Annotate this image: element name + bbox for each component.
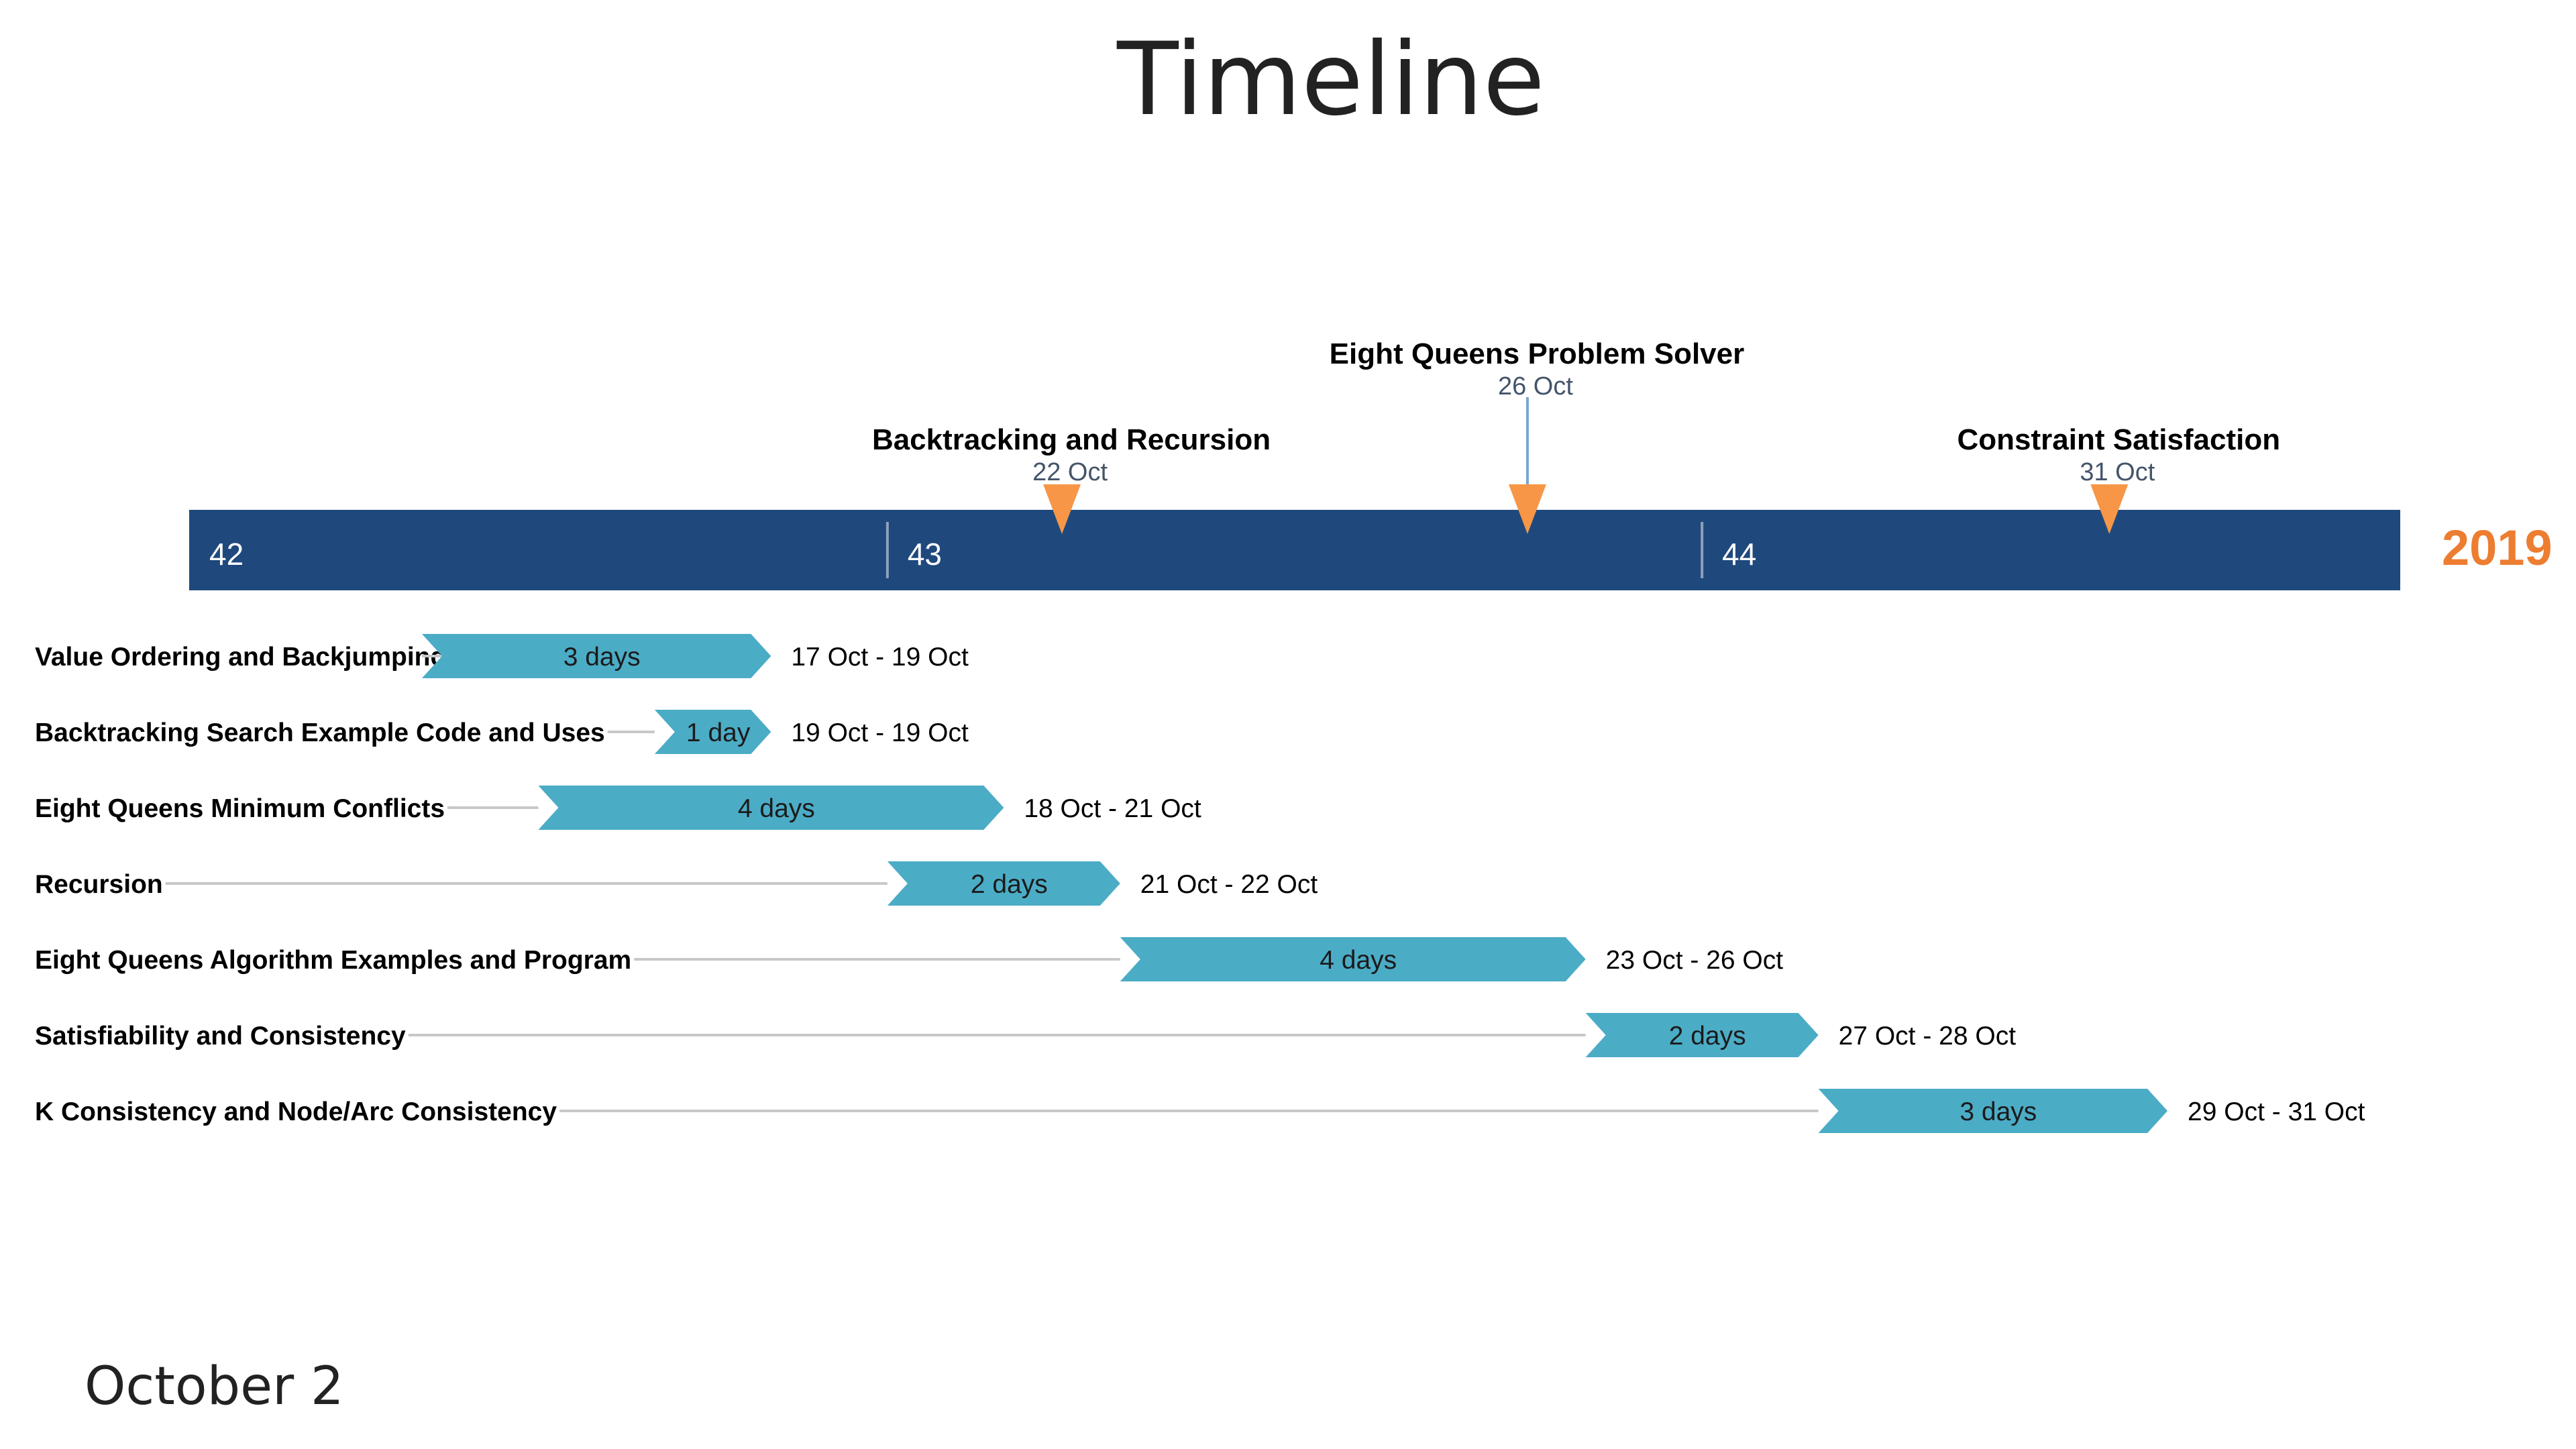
task-duration: 4 days bbox=[738, 794, 815, 823]
timeline-axis-bar bbox=[189, 510, 2400, 590]
milestone-marker bbox=[1043, 484, 1081, 534]
task-label: Eight Queens Minimum Conflicts bbox=[35, 794, 445, 823]
task-date-range: 27 Oct - 28 Oct bbox=[1839, 1022, 2017, 1051]
task-label: Backtracking Search Example Code and Use… bbox=[35, 718, 605, 747]
task-label: Recursion bbox=[35, 870, 163, 899]
task-label: Eight Queens Algorithm Examples and Prog… bbox=[35, 946, 631, 975]
milestone-date: 26 Oct bbox=[1498, 372, 1573, 400]
task-duration: 3 days bbox=[1960, 1097, 2037, 1126]
milestone-date: 22 Oct bbox=[1032, 458, 1108, 486]
week-label: 43 bbox=[908, 537, 942, 572]
milestone-marker bbox=[1508, 484, 1546, 534]
task-bar bbox=[1818, 1089, 2168, 1133]
task-date-range: 17 Oct - 19 Oct bbox=[791, 643, 969, 672]
task-label: Value Ordering and Backjumping bbox=[35, 643, 446, 672]
task-bar bbox=[421, 634, 771, 678]
task-duration: 2 days bbox=[1669, 1022, 1746, 1051]
task-date-range: 21 Oct - 22 Oct bbox=[1140, 870, 1318, 899]
task-label: K Consistency and Node/Arc Consistency bbox=[35, 1097, 557, 1126]
task-bar bbox=[538, 786, 1004, 830]
task-bar bbox=[1585, 1013, 1819, 1057]
task-duration: 4 days bbox=[1320, 946, 1397, 975]
milestone-marker bbox=[2090, 484, 2129, 534]
task-bar bbox=[654, 710, 771, 754]
task-bar bbox=[887, 861, 1120, 906]
week-label: 42 bbox=[209, 537, 244, 572]
task-label: Satisfiability and Consistency bbox=[35, 1022, 406, 1051]
milestone-date: 31 Oct bbox=[2080, 458, 2155, 486]
milestone-label: Eight Queens Problem Solver bbox=[1330, 337, 1745, 370]
task-duration: 3 days bbox=[564, 643, 641, 672]
milestone-label: Constraint Satisfaction bbox=[1957, 423, 2281, 456]
task-bar bbox=[1120, 937, 1586, 981]
milestone-label: Backtracking and Recursion bbox=[872, 423, 1271, 456]
task-date-range: 18 Oct - 21 Oct bbox=[1024, 794, 1201, 823]
week-label: 44 bbox=[1722, 537, 1756, 572]
task-date-range: 29 Oct - 31 Oct bbox=[2188, 1097, 2365, 1126]
task-date-range: 19 Oct - 19 Oct bbox=[791, 718, 969, 747]
task-date-range: 23 Oct - 26 Oct bbox=[1606, 946, 1784, 975]
task-duration: 2 days bbox=[971, 870, 1048, 899]
footer-date: October 2 bbox=[85, 1356, 344, 1417]
year-label: 2019 bbox=[2442, 520, 2553, 576]
page-title: Timeline bbox=[1117, 21, 1545, 138]
task-duration: 1 day bbox=[686, 718, 751, 747]
